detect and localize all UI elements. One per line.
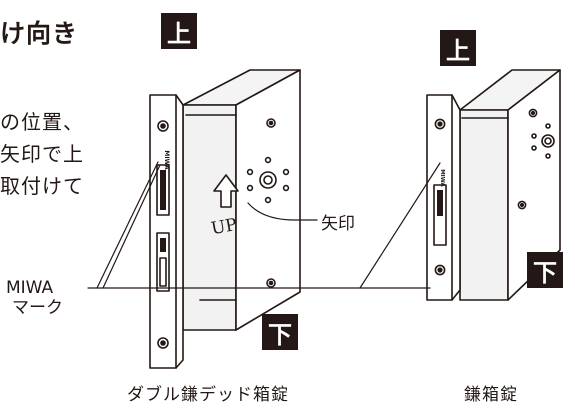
- caption-double-deadbolt: ダブル鎌デッド箱錠: [127, 385, 289, 405]
- double-deadbolt-lock-drawing: [149, 69, 301, 369]
- bottom-badge-left: 下: [262, 314, 298, 350]
- bottom-badge-right: 下: [527, 252, 563, 288]
- top-badge-left: 上: [161, 13, 197, 49]
- sickle-lock-drawing: [426, 69, 561, 301]
- callout-lines: [87, 161, 441, 289]
- miwa-callout-line-2: マーク: [12, 298, 63, 318]
- arrow-callout-label: 矢印: [321, 214, 355, 234]
- section-heading: け向き: [0, 19, 79, 48]
- top-badge-right: 上: [440, 30, 476, 66]
- body-line-3: 取付けて: [0, 174, 84, 198]
- miwa-engraving-left: MIWA: [163, 150, 170, 170]
- caption-sickle-lock: 鎌箱錠: [464, 385, 518, 405]
- body-line-1: の位置、: [0, 110, 84, 134]
- body-line-2: 矢印で上: [0, 142, 84, 166]
- miwa-engraving-right: MIWA: [439, 169, 445, 187]
- miwa-callout-label: MIWA マーク: [6, 278, 63, 318]
- up-text: UP: [210, 215, 239, 239]
- miwa-callout-line-1: MIWA: [6, 278, 54, 298]
